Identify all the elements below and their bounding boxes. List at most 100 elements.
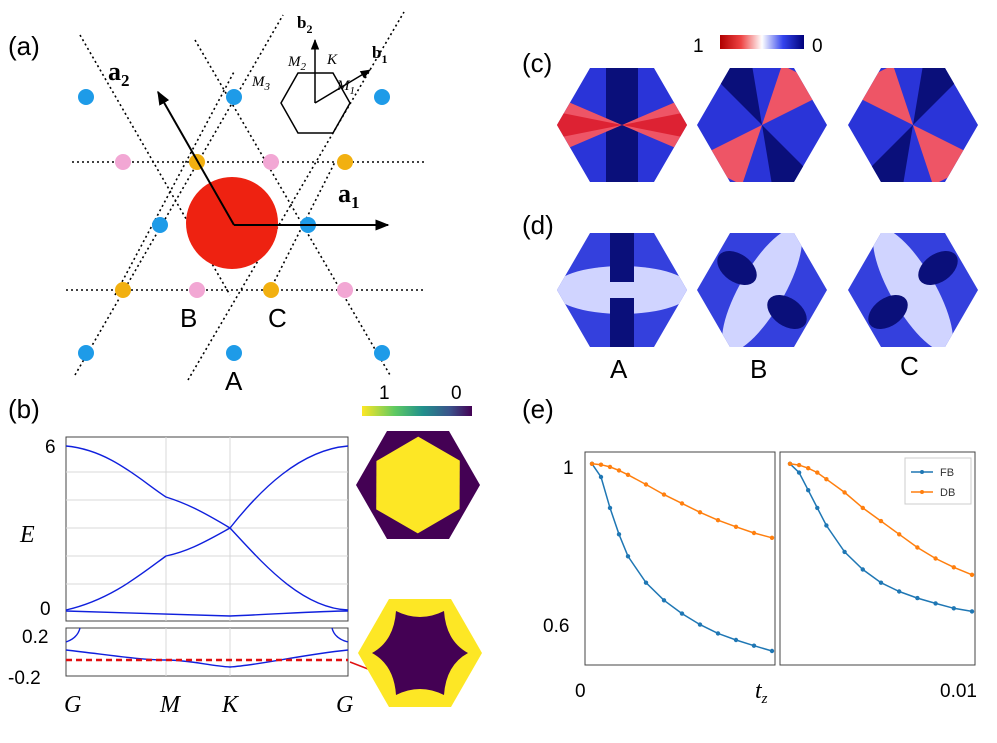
data-point-fb xyxy=(860,567,865,572)
vector-a2-label: a2 xyxy=(108,57,130,90)
hexmap-d-c xyxy=(848,233,978,347)
data-point-fb xyxy=(661,598,667,603)
data-point-fb xyxy=(878,580,884,585)
fidelity-xtick-0: 0 xyxy=(575,681,586,702)
data-point-db xyxy=(787,461,793,466)
band-ytick-0: 0 xyxy=(40,599,51,620)
data-point-fb xyxy=(769,648,775,654)
site-b xyxy=(337,282,353,298)
data-point-fb xyxy=(751,643,757,648)
data-point-db xyxy=(679,501,685,506)
site-label-c: C xyxy=(268,303,287,333)
site-c xyxy=(263,282,279,298)
data-point-db xyxy=(897,532,902,537)
data-point-db xyxy=(625,472,631,477)
data-point-db xyxy=(842,490,847,495)
site-b xyxy=(115,154,131,170)
band-ylabel: E xyxy=(19,522,35,548)
data-point-fb xyxy=(625,554,631,559)
data-point-db xyxy=(915,545,920,550)
data-point-fb xyxy=(607,505,613,511)
vector-a1-label: a1 xyxy=(338,179,360,212)
data-point-fb xyxy=(806,488,811,493)
data-point-fb xyxy=(715,631,721,636)
colorbar-b-max: 1 xyxy=(379,383,390,404)
data-point-db xyxy=(824,477,829,482)
vector-b2-label: b2 xyxy=(297,13,312,36)
fidelity-ytick-1: 1 xyxy=(563,458,574,479)
data-point-db xyxy=(969,572,975,577)
data-point-fb xyxy=(951,606,956,611)
colorbar-cd-max: 1 xyxy=(693,36,704,57)
panel-label-a: (a) xyxy=(8,31,40,61)
colorbar-red-blue xyxy=(720,35,804,49)
site-label-a: A xyxy=(225,366,243,396)
band-ytick-0.2: 0.2 xyxy=(22,627,48,648)
legend-db: DB xyxy=(940,487,955,499)
data-point-db xyxy=(733,524,739,529)
site-a xyxy=(374,345,390,361)
data-point-fb xyxy=(616,532,622,537)
fidelity-plot-left xyxy=(589,461,775,654)
bz-point-m2: M2 xyxy=(287,54,307,73)
data-point-fb xyxy=(842,549,847,555)
site-label-b: B xyxy=(180,303,197,333)
site-a xyxy=(226,345,242,361)
site-b xyxy=(189,282,205,298)
band-ytick-6: 6 xyxy=(45,437,56,458)
data-point-fb xyxy=(933,601,938,606)
data-point-fb xyxy=(915,595,920,601)
panel-label-b: (b) xyxy=(8,394,40,424)
hexmap-c-c xyxy=(848,68,978,182)
band-structure-top xyxy=(65,436,349,622)
site-a xyxy=(152,217,168,233)
site-a xyxy=(78,89,94,105)
data-point-db xyxy=(751,530,757,536)
fidelity-plot-left-frame xyxy=(584,451,776,666)
fermi-surface-bottom xyxy=(358,599,482,707)
fidelity-xlabel: tz xyxy=(755,678,768,707)
band-xtick-g-left: G xyxy=(64,692,81,718)
site-a xyxy=(374,89,390,105)
data-point-fb xyxy=(815,505,820,511)
data-point-fb xyxy=(679,611,685,616)
hexmap-c-b xyxy=(697,68,827,182)
bz-point-k: K xyxy=(326,52,338,68)
site-c xyxy=(337,154,353,170)
data-point-fb xyxy=(598,474,604,480)
hexmap-d-a xyxy=(557,233,687,347)
hexmap-d-b xyxy=(697,233,827,347)
data-point-fb xyxy=(897,589,902,594)
data-point-db xyxy=(697,510,703,515)
lattice-vectors xyxy=(157,90,390,231)
data-point-db xyxy=(661,492,667,497)
site-c xyxy=(115,282,131,298)
data-point-db xyxy=(715,518,721,523)
band-ytick-neg0.2: -0.2 xyxy=(8,668,41,689)
legend-fb: FB xyxy=(940,467,954,479)
panel-label-e: (e) xyxy=(522,394,554,424)
fermi-surface-top xyxy=(356,431,480,539)
data-point-db xyxy=(607,464,613,470)
site-a xyxy=(78,345,94,361)
vector-b1-label: b1 xyxy=(372,43,387,66)
band-xtick-k: K xyxy=(221,692,240,718)
site-b xyxy=(263,154,279,170)
data-point-db xyxy=(806,466,811,471)
brillouin-zone xyxy=(280,38,371,134)
colorbar-b-min: 0 xyxy=(451,383,462,404)
bz-point-m3: M3 xyxy=(251,74,271,93)
data-point-fb xyxy=(643,580,649,585)
data-point-db xyxy=(796,462,802,468)
hexmap-c-a xyxy=(557,68,687,182)
panel-label-d: (d) xyxy=(522,210,554,240)
data-point-db xyxy=(616,468,622,473)
data-point-db xyxy=(589,461,595,466)
fidelity-ytick-0.6: 0.6 xyxy=(543,616,569,637)
site-a xyxy=(226,89,242,105)
data-point-db xyxy=(643,482,649,487)
data-point-db xyxy=(769,535,775,540)
row-label-a: A xyxy=(610,354,628,384)
panel-label-c: (c) xyxy=(522,48,552,78)
data-point-db xyxy=(951,565,956,570)
